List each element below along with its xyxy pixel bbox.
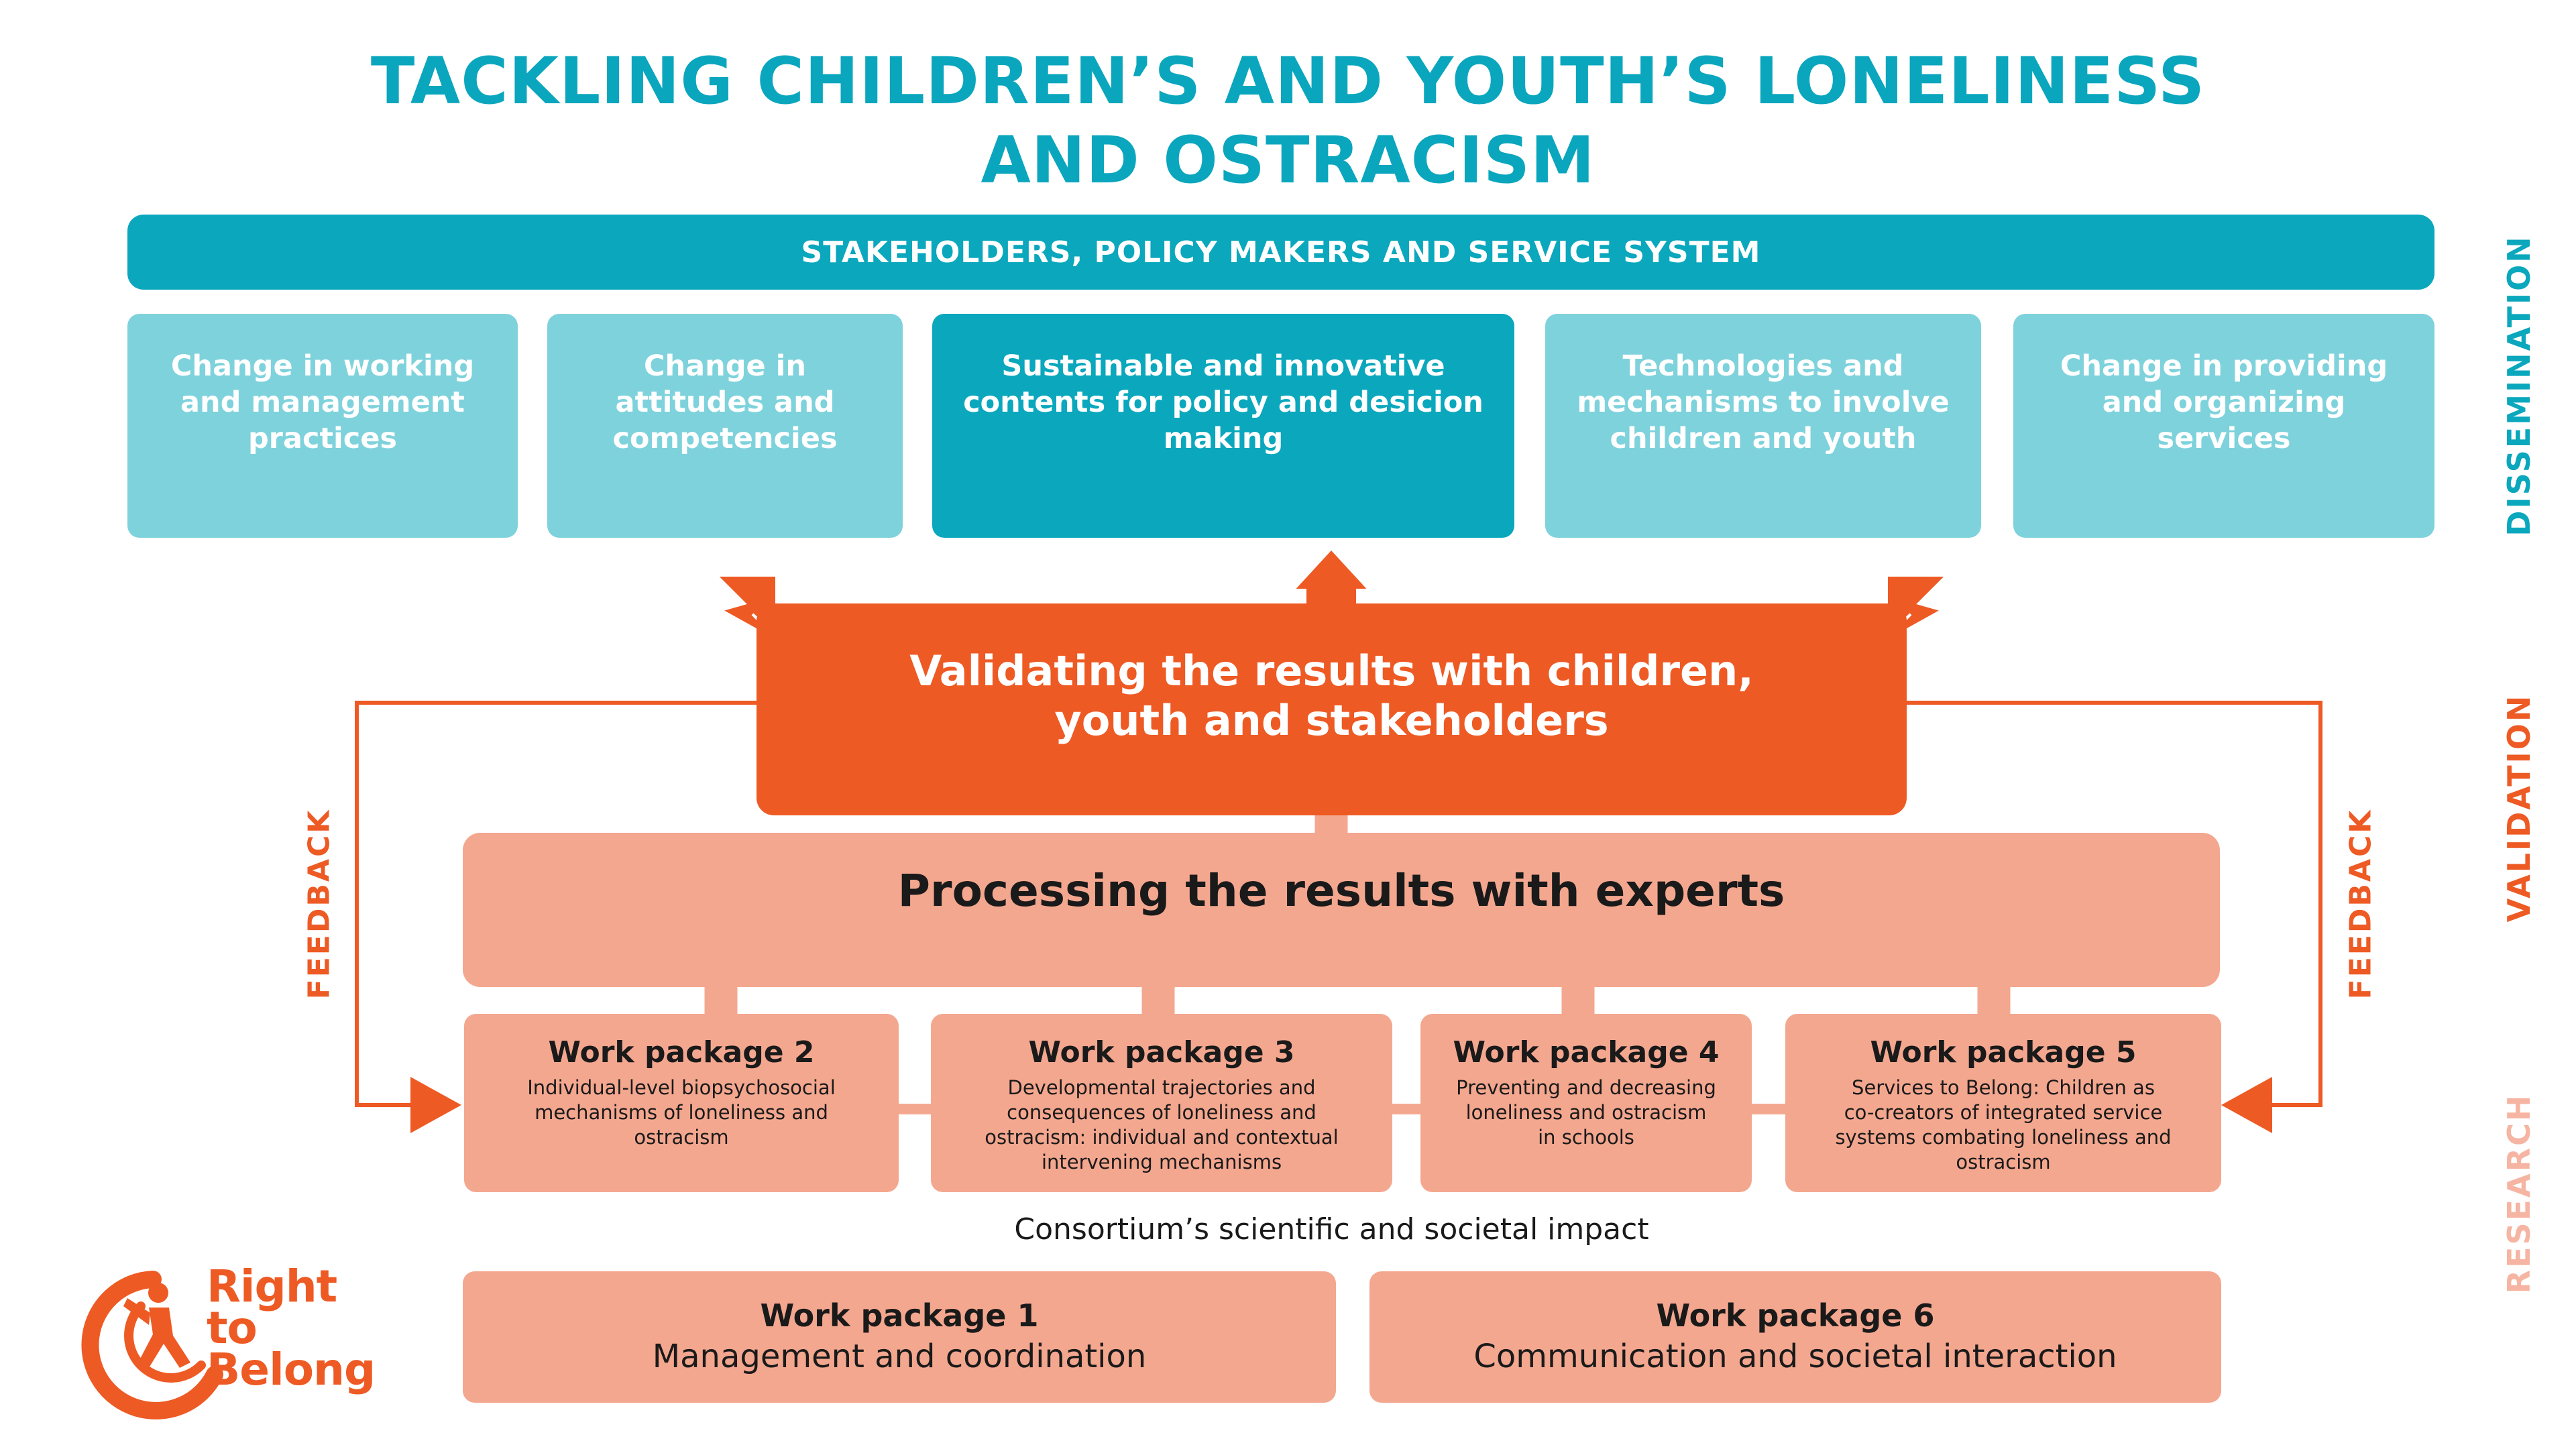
feedback-arrowhead-right xyxy=(2221,1077,2272,1133)
processing-text: Processing the results with experts xyxy=(897,865,1785,917)
work-package-title: Work package 2 xyxy=(548,1035,815,1069)
feedback-label-right: FEEDBACK xyxy=(2343,808,2378,1000)
logo-line-1: Right xyxy=(207,1261,337,1312)
outcome-text: Change in attitudes and competencies xyxy=(612,349,838,455)
bottom-work-package-card: Work package 6 Communication and societa… xyxy=(1369,1271,2221,1403)
outcome-card: Change in providing and organizing servi… xyxy=(2013,314,2434,538)
work-package-description: Individual-level biopsychosocial mechani… xyxy=(527,1076,836,1149)
work-package-card: Work package 3 Developmental trajectorie… xyxy=(931,1014,1392,1192)
title-line-1: TACKLING CHILDREN’S AND YOUTH’S LONELINE… xyxy=(370,44,2206,119)
validation-line-1: Validating the results with children, xyxy=(909,646,1754,695)
outcome-text: Change in providing and organizing servi… xyxy=(2060,349,2388,455)
wp-link xyxy=(1392,1104,1422,1114)
logo-wordmark: Right to Belong xyxy=(207,1261,376,1395)
work-package-card: Work package 5 Services to Belong: Child… xyxy=(1785,1014,2221,1192)
outcome-card: Change in working and management practic… xyxy=(127,314,518,538)
work-package-title: Work package 3 xyxy=(1028,1035,1295,1069)
impact-label: Consortium’s scientific and societal imp… xyxy=(1014,1212,1649,1247)
up-arrow-right xyxy=(1881,574,1950,645)
work-package-title: Work package 6 xyxy=(1656,1297,1935,1334)
work-package-description: Developmental trajectories and consequen… xyxy=(985,1076,1339,1173)
outcome-card-highlighted: Sustainable and innovative contents for … xyxy=(932,314,1514,538)
work-package-title: Work package 5 xyxy=(1870,1035,2137,1069)
logo-line-3: Belong xyxy=(207,1344,376,1395)
wp-link xyxy=(897,1104,931,1114)
processing-box: Processing the results with experts xyxy=(463,833,2220,987)
work-package-description: Services to Belong: Children as co-creat… xyxy=(1835,1076,2172,1173)
feedback-label-left: FEEDBACK xyxy=(302,808,337,1000)
work-package-description: Communication and societal interaction xyxy=(1473,1338,2117,1375)
work-package-title: Work package 4 xyxy=(1453,1035,1720,1069)
feedback-loop-left xyxy=(355,701,757,1107)
validation-box: Validating the results with children, yo… xyxy=(757,603,1907,815)
side-label-dissemination: DISSEMINATION xyxy=(2501,235,2537,536)
wp-link xyxy=(1752,1104,1785,1114)
title-line-2: AND OSTRACISM xyxy=(981,123,1595,198)
outcome-text: Technologies and mechanisms to involve c… xyxy=(1577,349,1950,455)
logo-mark xyxy=(81,1271,223,1419)
logo-line-2: to xyxy=(207,1302,258,1354)
work-package-description: Preventing and decreasing loneliness and… xyxy=(1456,1076,1716,1149)
feedback-loop-right xyxy=(1907,701,2322,1107)
outcome-card: Change in attitudes and competencies xyxy=(547,314,903,538)
outcome-text: Change in working and management practic… xyxy=(170,349,475,455)
work-package-description: Management and coordination xyxy=(652,1338,1147,1375)
side-label-research: RESEARCH xyxy=(2501,1093,2537,1294)
stakeholders-bar: STAKEHOLDERS, POLICY MAKERS AND SERVICE … xyxy=(127,215,2434,290)
side-label-validation: VALIDATION xyxy=(2501,693,2537,923)
outcome-card: Technologies and mechanisms to involve c… xyxy=(1545,314,1981,538)
validation-line-2: youth and stakeholders xyxy=(1054,696,1609,745)
diagram-title: TACKLING CHILDREN’S AND YOUTH’S LONELINE… xyxy=(0,42,2576,200)
bottom-work-package-card: Work package 1 Management and coordinati… xyxy=(463,1271,1336,1403)
work-package-title: Work package 1 xyxy=(760,1297,1039,1334)
outcome-text: Sustainable and innovative contents for … xyxy=(963,349,1483,455)
feedback-arrowhead-left xyxy=(410,1077,461,1133)
work-package-card: Work package 2 Individual-level biopsych… xyxy=(464,1014,899,1192)
work-package-card: Work package 4 Preventing and decreasing… xyxy=(1420,1014,1752,1192)
